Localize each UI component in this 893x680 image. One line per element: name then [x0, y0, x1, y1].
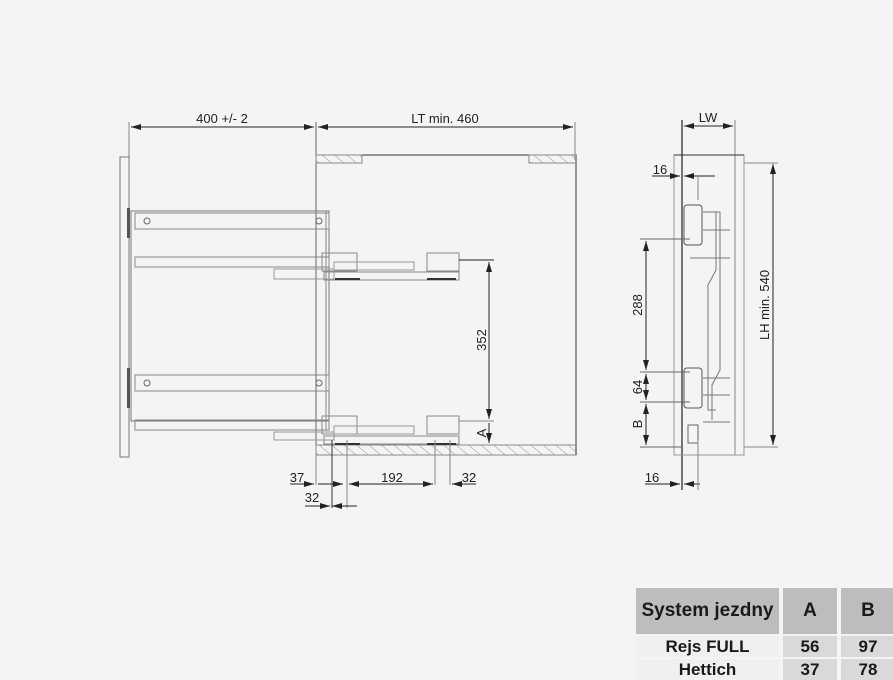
dim-32-lower: 32 — [305, 490, 319, 505]
dim-16-top: 16 — [653, 162, 667, 177]
dimensions-table: System jezdny A B Rejs FULL 56 97 Hettic… — [636, 588, 893, 680]
header-b: B — [841, 588, 893, 634]
cell-b: 78 — [841, 659, 893, 680]
cell-system: Rejs FULL — [636, 636, 779, 657]
dim-a: A — [474, 428, 489, 437]
dim-352: 352 — [474, 329, 489, 351]
dim-lw: LW — [699, 110, 718, 125]
header-system: System jezdny — [636, 588, 779, 634]
cell-a: 37 — [783, 659, 837, 680]
front-view — [640, 120, 778, 490]
dim-288: 288 — [630, 294, 645, 316]
dim-lt: LT min. 460 — [411, 111, 478, 126]
dim-64: 64 — [630, 380, 645, 394]
dim-32-right: 32 — [462, 470, 476, 485]
dim-lh: LH min. 540 — [757, 270, 772, 340]
cell-system: Hettich — [636, 659, 779, 680]
table-row: Hettich 37 78 — [636, 659, 893, 680]
table-header: System jezdny A B — [636, 588, 893, 634]
dim-b: B — [630, 420, 645, 429]
table-row: Rejs FULL 56 97 — [636, 636, 893, 657]
dim-37: 37 — [290, 470, 304, 485]
side-view — [119, 122, 577, 509]
header-a: A — [783, 588, 837, 634]
dim-192: 192 — [381, 470, 403, 485]
cell-b: 97 — [841, 636, 893, 657]
dim-400: 400 +/- 2 — [196, 111, 248, 126]
dim-16-bottom: 16 — [645, 470, 659, 485]
cell-a: 56 — [783, 636, 837, 657]
